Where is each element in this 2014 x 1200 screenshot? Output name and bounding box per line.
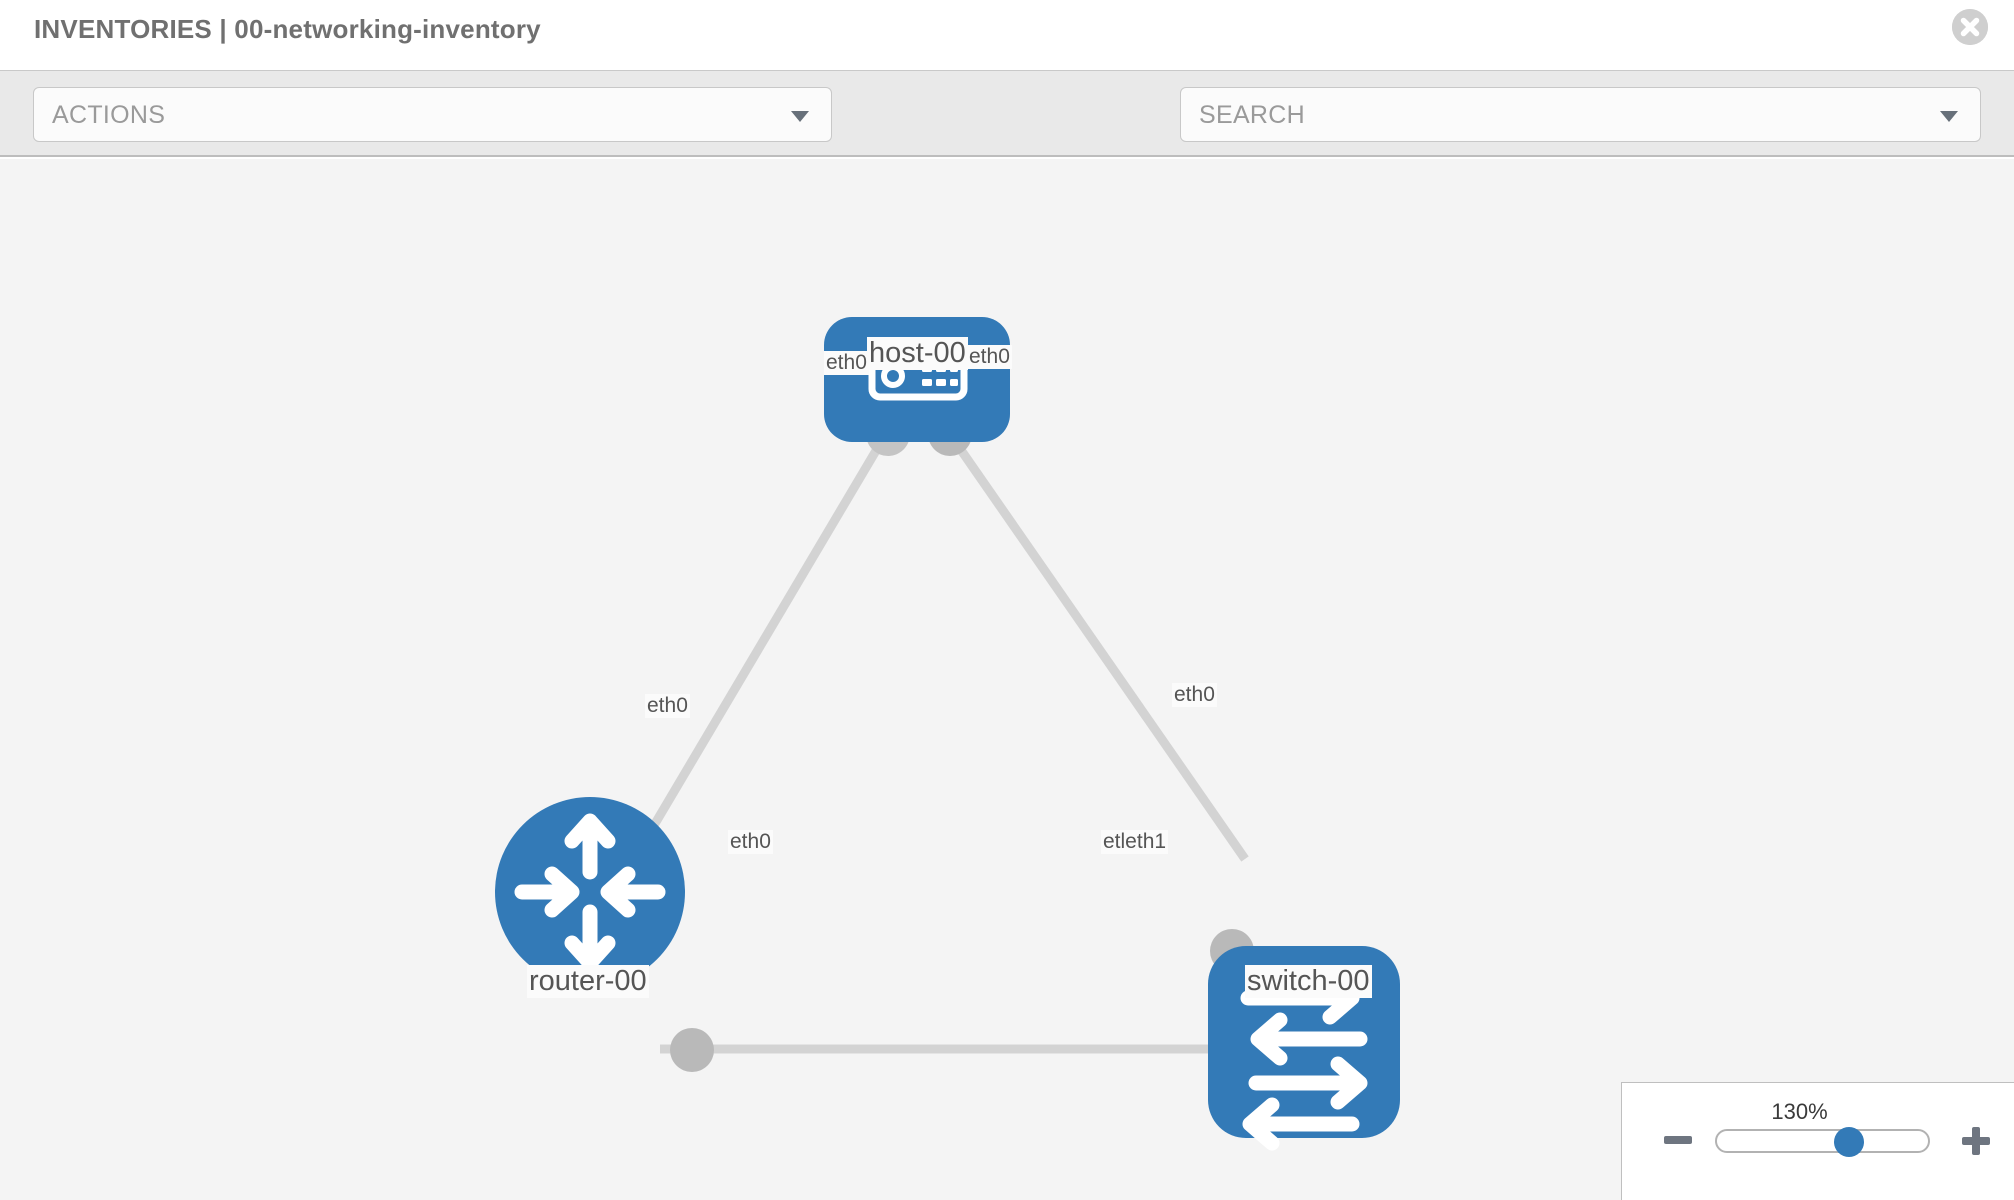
iface-label-switch-left: etleth1 — [1101, 830, 1169, 854]
close-icon[interactable] — [1952, 9, 1988, 45]
link-host-router — [636, 424, 894, 852]
zoom-level-label: 130% — [1771, 1099, 1828, 1124]
node-label-host-00: host-00 — [867, 337, 968, 370]
page-header: INVENTORIES | 00-networking-inventory — [0, 0, 2014, 70]
actions-dropdown-label: ACTIONS — [52, 101, 166, 129]
actions-dropdown[interactable]: ACTIONS — [33, 87, 832, 142]
toolbar: ACTIONS SEARCH — [0, 70, 2014, 203]
iface-label-router-up: eth0 — [645, 694, 690, 718]
chevron-down-icon — [791, 111, 809, 122]
node-host-00 — [824, 317, 1010, 442]
node-router-00 — [495, 797, 685, 987]
search-input[interactable]: SEARCH — [1180, 87, 1981, 142]
topology-links — [636, 424, 1249, 1054]
node-label-router-00: router-00 — [527, 965, 649, 998]
iface-label-switch-up: eth0 — [1172, 683, 1217, 707]
zoom-control-panel: 130% — [1621, 1082, 2014, 1200]
zoom-in-button[interactable] — [1962, 1127, 1990, 1155]
link-host-switch — [941, 424, 1249, 862]
iface-label-host-right: eth0 — [967, 345, 1012, 369]
search-placeholder: SEARCH — [1199, 101, 1305, 129]
iface-label-router-right: eth0 — [728, 830, 773, 854]
topology-canvas[interactable]: host-00 router-00 switch-00 eth0 eth0 et… — [0, 159, 2014, 1200]
iface-label-host-left: eth0 — [824, 351, 869, 375]
connector-router-right — [670, 1028, 714, 1072]
node-label-switch-00: switch-00 — [1245, 965, 1372, 998]
chevron-down-icon — [1940, 111, 1958, 122]
zoom-slider-thumb[interactable] — [1834, 1127, 1864, 1157]
zoom-slider-track[interactable] — [1715, 1129, 1930, 1153]
zoom-out-button[interactable] — [1664, 1136, 1692, 1144]
page-title: INVENTORIES | 00-networking-inventory — [34, 14, 541, 44]
